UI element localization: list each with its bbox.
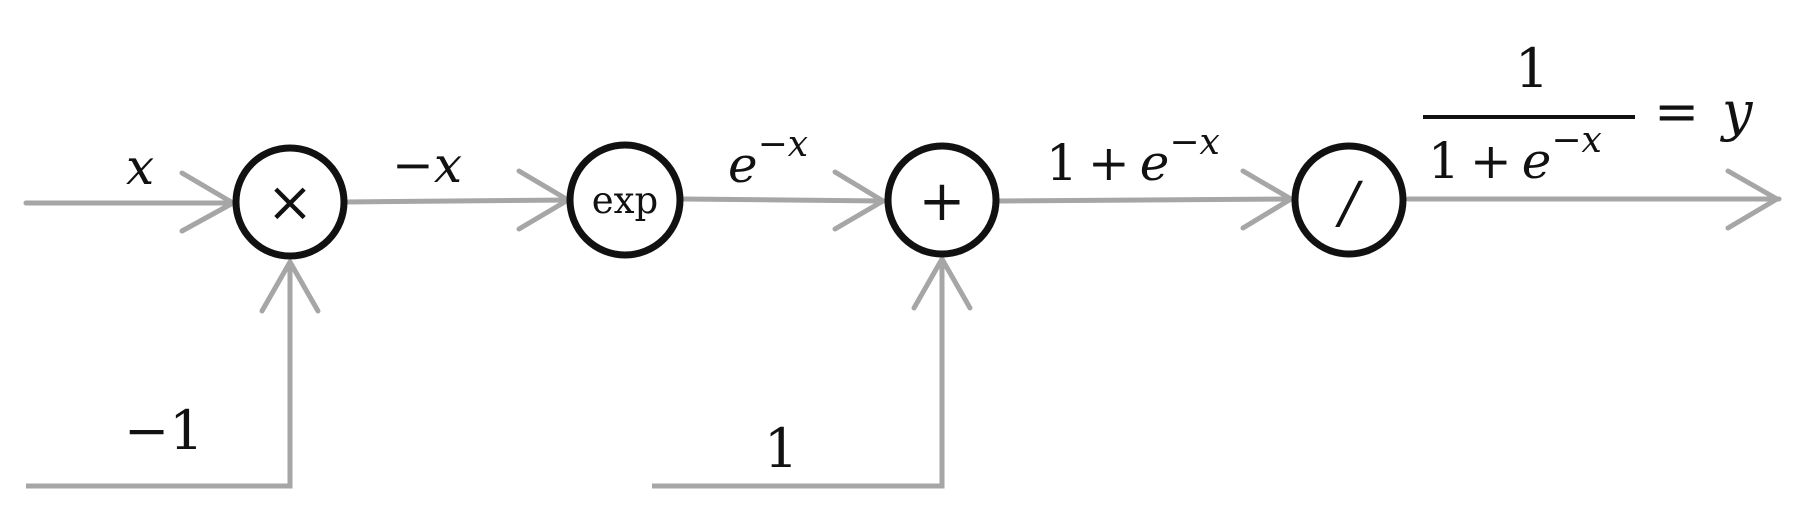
label-neg-x: −x [392,136,462,194]
label-one: 1 [764,417,798,480]
exp-symbol: exp [592,179,658,222]
label-e-neg-x-exp-op: − [758,124,788,165]
label-x: x [126,138,154,196]
label-output: 1 1+e−x = y [1423,37,1754,190]
multiply-node-circle [232,144,348,260]
arrowhead-e-neg-x [832,169,886,232]
divide-node: / [1291,142,1407,258]
label-neg-x-op: − [392,136,434,194]
multiply-node: × [232,144,348,260]
output-den-base: e [1522,132,1552,190]
label-sum-exp-var: x [1199,122,1219,163]
divide-node-circle [1291,142,1407,258]
multiply-symbol: × [267,170,314,235]
arrowhead-one-plus-e-neg-x [1240,168,1294,231]
label-e-neg-x-base: e [728,136,758,194]
add-node-circle [884,142,1000,258]
wire-e-neg-x [679,196,888,204]
output-numerator: 1 [1515,37,1549,100]
arrowhead-one [911,256,973,311]
add-symbol: + [919,169,966,234]
label-sum-exp-op: − [1169,122,1199,163]
output-den-plus: + [1470,132,1512,190]
add-node: + [884,142,1000,258]
label-e-neg-x: e−x [728,124,808,194]
arrowhead-output [1725,168,1780,231]
label-sum-plus: + [1088,134,1130,192]
label-sum-base: e [1140,134,1170,192]
wire-neg-x [342,197,573,205]
label-sum-one: 1 [1046,134,1078,192]
wire-one-plus-e-neg-x [995,196,1296,204]
arrowhead-neg-one [259,259,321,314]
label-one-plus-e-neg-x: 1+e−x [1046,122,1220,192]
wire-neg-one-input [26,265,293,489]
exp-node-circle [566,141,684,259]
output-equals: = [1654,80,1699,143]
label-neg-x-var: x [434,136,462,194]
label-neg-one: −1 [124,399,204,462]
output-den-exp-op: − [1551,120,1581,161]
output-den-one: 1 [1428,132,1460,190]
output-result-y: y [1720,80,1754,143]
output-denominator: 1+e−x [1428,120,1602,190]
exp-node: exp [566,141,684,259]
label-e-neg-x-exp-var: x [788,124,808,165]
output-den-exp-var: x [1581,120,1601,161]
wire-one-input [652,262,945,489]
